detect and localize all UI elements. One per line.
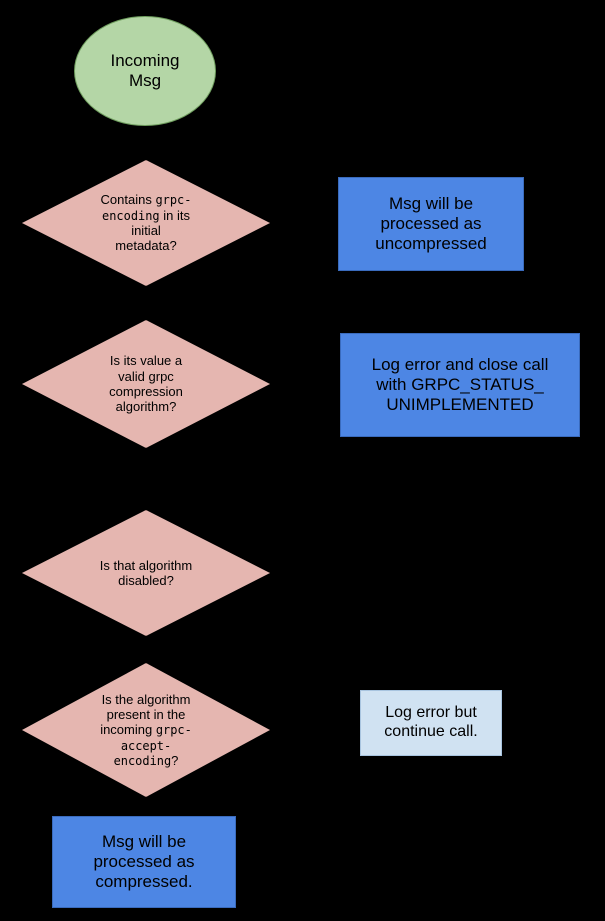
node-decision-algorithm-disabled-label: Is that algorithm disabled? [99,557,193,588]
node-process-log-close-unimplemented[interactable]: Log error and close call with GRPC_STATU… [340,333,580,437]
node-process-compressed[interactable]: Msg will be processed as compressed. [52,816,236,908]
node-process-compressed-label: Msg will be processed as compressed. [93,831,195,892]
node-process-uncompressed[interactable]: Msg will be processed as uncompressed [338,177,524,271]
node-process-log-continue[interactable]: Log error but continue call. [360,690,502,756]
node-decision-in-accept-encoding-label: Is the algorithm present in the incoming… [22,692,270,769]
label-run-text-2: in its initial metadata? [115,207,190,254]
node-start-label: Incoming Msg [110,50,180,90]
label-run-text: Contains [100,192,156,208]
node-decision-valid-algorithm[interactable]: Is its value a valid grpc compression al… [22,320,270,448]
label-run-text: Is the algorithm present in the incoming [100,691,191,738]
node-decision-has-grpc-encoding-label: Contains grpc- encoding in its initial m… [22,192,270,253]
node-process-uncompressed-label: Msg will be processed as uncompressed [375,193,487,254]
node-start-incoming-msg[interactable]: Incoming Msg [74,16,216,126]
node-process-log-close-unimplemented-label: Log error and close call with GRPC_STATU… [371,354,549,415]
node-decision-algorithm-disabled[interactable]: Is that algorithm disabled? [22,510,270,636]
node-process-log-continue-label: Log error but continue call. [384,704,478,740]
node-decision-valid-algorithm-label: Is its value a valid grpc compression al… [109,353,183,415]
label-run-text-2: ? [171,752,179,768]
label-run-mono: grpc- accept- encoding [113,723,192,768]
label-run-mono: grpc- encoding [102,193,192,223]
node-decision-in-accept-encoding[interactable]: Is the algorithm present in the incoming… [22,663,270,797]
node-decision-has-grpc-encoding[interactable]: Contains grpc- encoding in its initial m… [22,160,270,286]
